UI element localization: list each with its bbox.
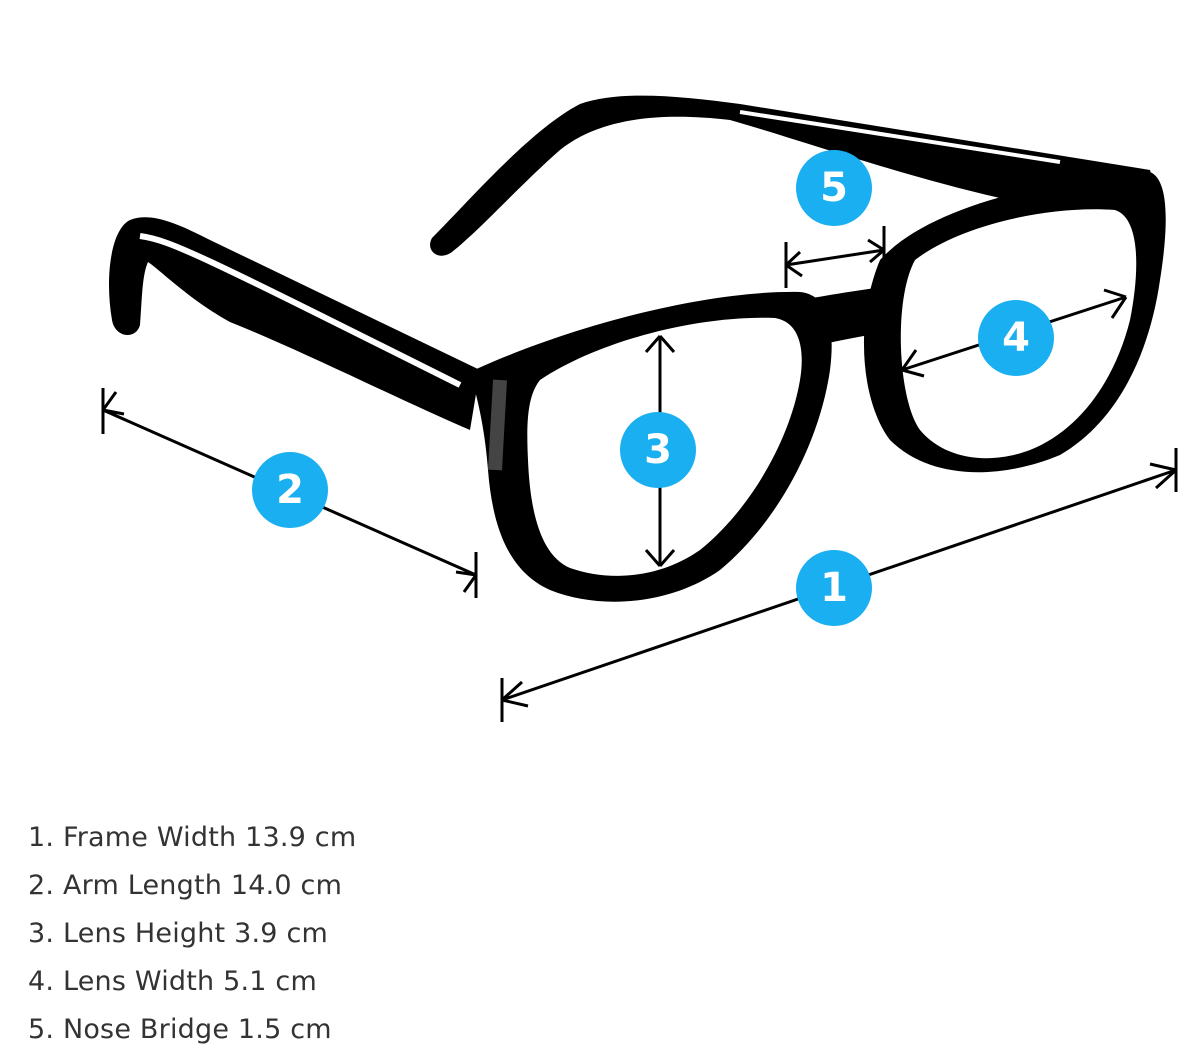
svg-text:2: 2	[276, 467, 304, 513]
svg-text:5: 5	[820, 165, 848, 211]
badge-5: 5	[796, 150, 872, 226]
svg-text:1: 1	[820, 565, 848, 611]
measurement-nose-bridge: 5. Nose Bridge 1.5 cm	[28, 1014, 332, 1045]
svg-text:4: 4	[1002, 315, 1030, 361]
badge-1: 1	[796, 550, 872, 626]
front-temple-arm	[109, 217, 480, 430]
badge-3: 3	[620, 412, 696, 488]
measurement-lens-height: 3. Lens Height 3.9 cm	[28, 918, 328, 949]
measurement-arm-length: 2. Arm Length 14.0 cm	[28, 870, 343, 901]
back-temple-arm	[430, 95, 1158, 256]
measurement-list: 1. Frame Width 13.9 cm 2. Arm Length 14.…	[28, 814, 356, 1054]
measurement-frame-width: 1. Frame Width 13.9 cm	[28, 822, 357, 853]
glasses-diagram: 1 2 3 4 5	[101, 95, 1178, 722]
badge-2: 2	[252, 452, 328, 528]
measurement-lens-width: 4. Lens Width 5.1 cm	[28, 966, 317, 997]
svg-text:3: 3	[644, 427, 672, 473]
badge-4: 4	[978, 300, 1054, 376]
nose-bridge-line	[784, 226, 886, 288]
